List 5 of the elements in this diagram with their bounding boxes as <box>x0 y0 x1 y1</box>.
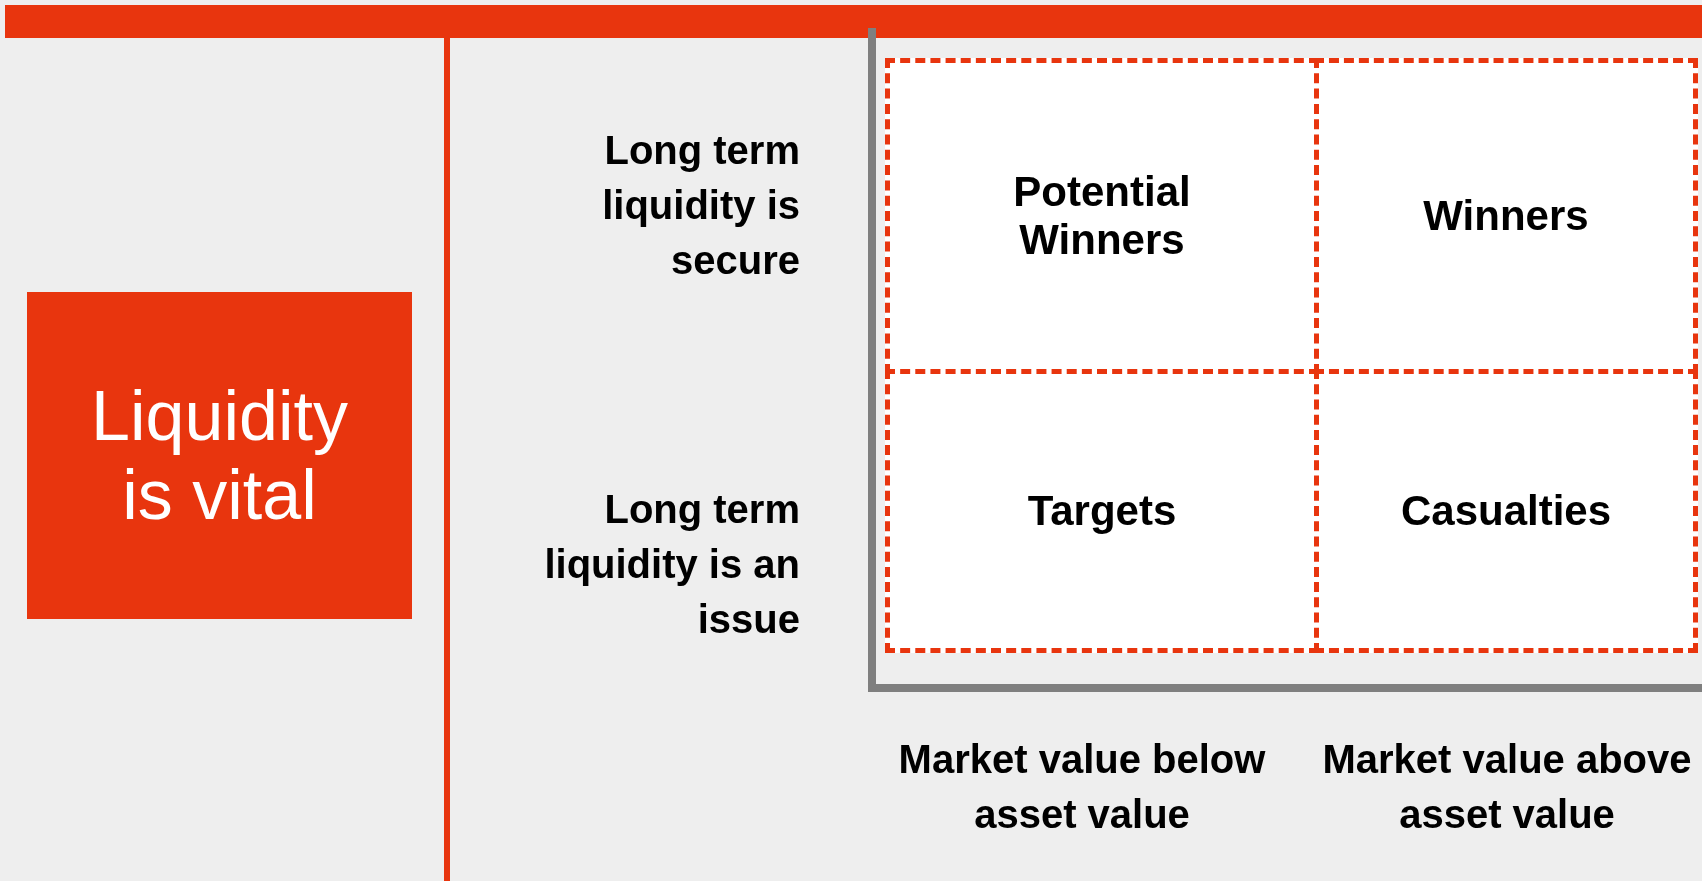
column-label: Market value above asset value <box>1321 736 1693 839</box>
title-box: Liquidity is vital <box>27 292 412 619</box>
row-label: Long term liquidity is secure <box>601 127 800 285</box>
column-label: Market value below asset value <box>897 736 1267 839</box>
row-label: Long term liquidity is an issue <box>543 486 800 644</box>
